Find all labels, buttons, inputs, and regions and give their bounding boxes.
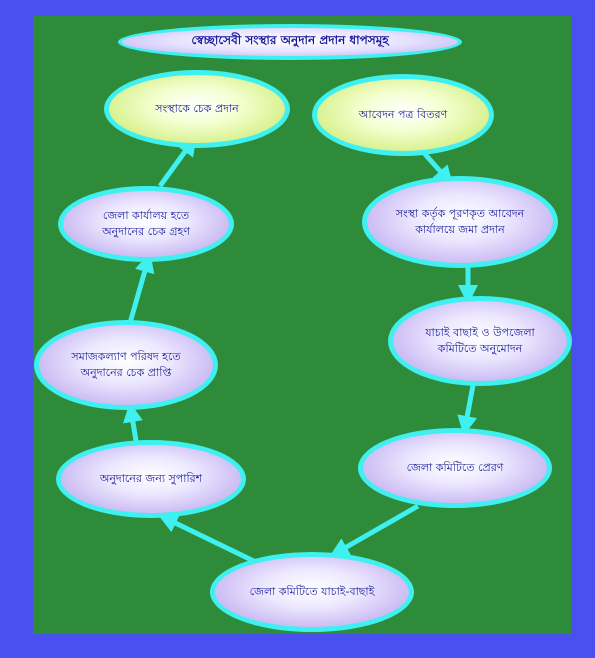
step-cheque-handover: সংস্থাকে চেক প্রদান xyxy=(104,70,290,148)
arrow-1-to-2 xyxy=(422,151,454,186)
step-label: সংস্থাকে চেক প্রদান xyxy=(155,102,239,116)
step-application-distribution: আবেদন পত্র বিতরণ xyxy=(312,74,494,156)
arrow-4-to-5 xyxy=(329,503,420,557)
arrow-3-to-4 xyxy=(457,379,478,436)
step-label: জেলা কমিটিতে প্রেরণ xyxy=(406,461,504,475)
arrow-8-to-9 xyxy=(157,135,197,188)
step-district-send: জেলা কমিটিতে প্রেরণ xyxy=(358,428,552,508)
step-label: আবেদন পত্র বিতরণ xyxy=(358,108,448,122)
step-label: অনুদানের জন্য সুপারিশ xyxy=(99,472,203,486)
step-label: সংস্থা কর্তৃক পূরণকৃত আবেদন কার্যালয়ে জ… xyxy=(395,207,525,236)
step-label: সমাজকল্যাণ পরিষদ হতে অনুদানের চেক প্রাপ্… xyxy=(71,350,181,379)
step-application-submission: সংস্থা কর্তৃক পূরণকৃত আবেদন কার্যালয়ে জ… xyxy=(362,176,558,268)
step-label: জেলা কার্যালয় হতে অনুদানের চেক গ্রহণ xyxy=(102,209,190,238)
arrow-6-to-7 xyxy=(123,402,143,442)
arrow-5-to-6 xyxy=(157,514,264,568)
arrow-7-to-8 xyxy=(127,252,155,324)
step-label: যাচাই বাছাই ও উপজেলা কমিটিতে অনুমোদন xyxy=(425,326,535,355)
step-upazila-approval: যাচাই বাছাই ও উপজেলা কমিটিতে অনুমোদন xyxy=(388,296,572,386)
step-district-verify: জেলা কমিটিতে যাচাই-বাছাই xyxy=(210,552,414,632)
step-recommend: অনুদানের জন্য সুপারিশ xyxy=(56,440,246,518)
diagram-title: স্বেচ্ছাসেবী সংস্থার অনুদান প্রদান ধাপসম… xyxy=(118,24,462,60)
step-district-cheque: জেলা কার্যালয় হতে অনুদানের চেক গ্রহণ xyxy=(58,186,234,262)
step-label: জেলা কমিটিতে যাচাই-বাছাই xyxy=(249,585,375,599)
step-council-cheque: সমাজকল্যাণ পরিষদ হতে অনুদানের চেক প্রাপ্… xyxy=(34,320,218,410)
